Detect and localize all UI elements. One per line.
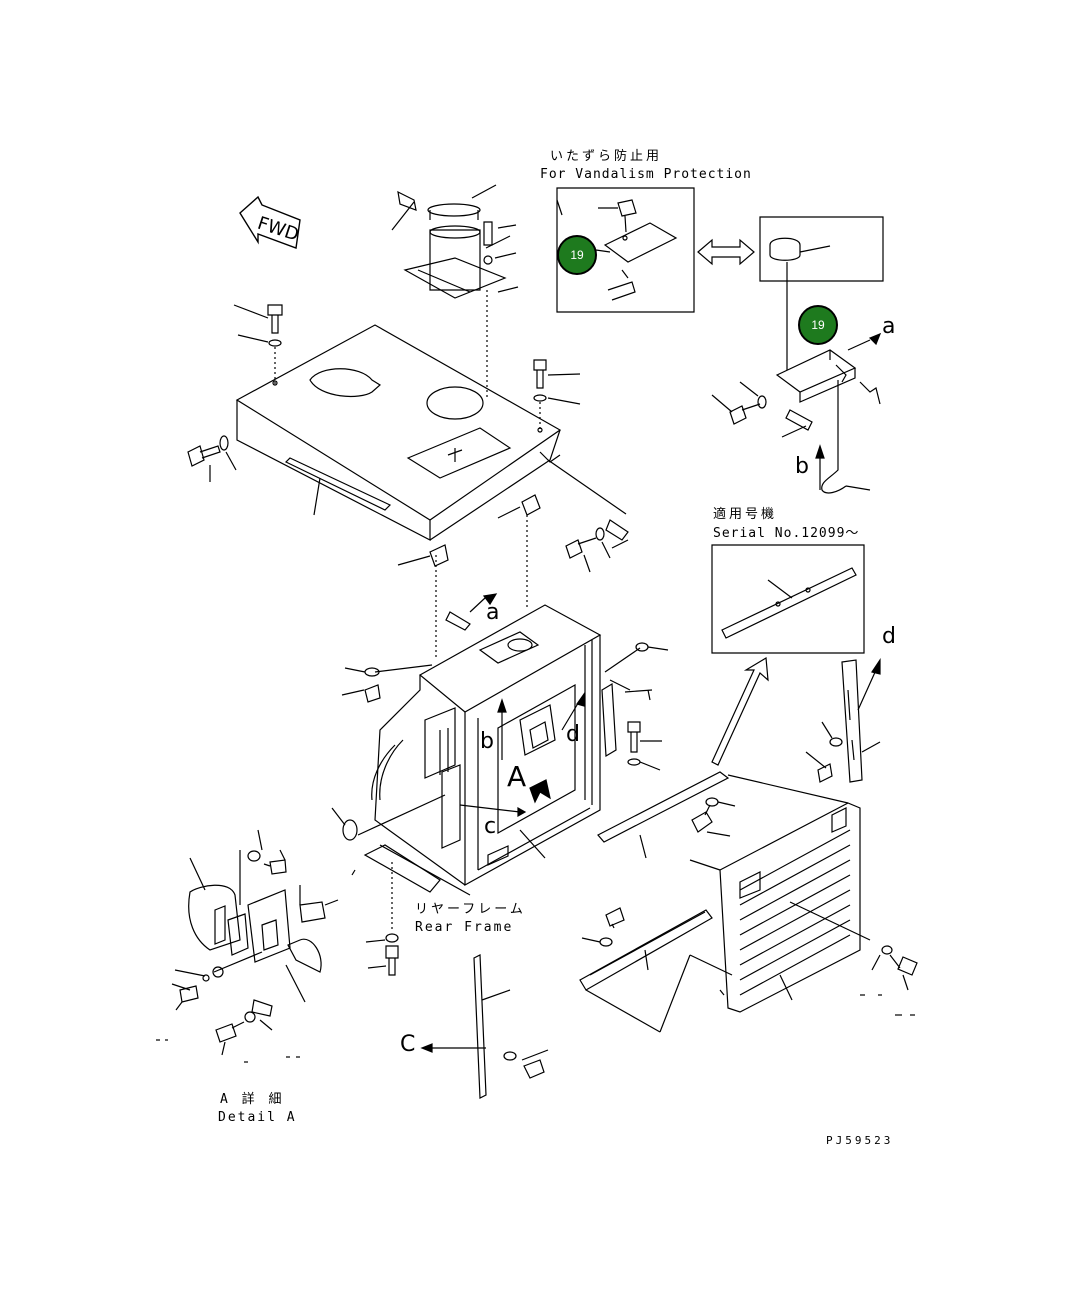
frame-bolts [548, 460, 668, 770]
drawing-number: PJ59523 [826, 1134, 894, 1147]
lock-assembly [712, 334, 880, 493]
ref-a-upper: a [882, 314, 896, 339]
serial-en-label: Serial No.12099～ [713, 526, 860, 541]
rear-frame-en-label: Rear Frame [415, 920, 514, 935]
ref-a-lower: a [486, 600, 500, 625]
side-bracket [806, 660, 880, 782]
ref-c-strip: C [400, 1032, 416, 1057]
ref-b-lower: b [480, 729, 494, 754]
lower-strip [580, 908, 732, 1032]
top-cover [237, 325, 560, 540]
misc-leaders [498, 225, 628, 548]
ref-d-bracket: d [882, 624, 896, 649]
detail-a-jp-label: A 詳 細 [220, 1092, 285, 1107]
strip-c [422, 955, 548, 1098]
detail-a-en-label: Detail A [218, 1110, 297, 1125]
vandalism-box [557, 188, 883, 370]
serial-box [712, 545, 864, 765]
rear-frame-bolts [366, 862, 398, 975]
bolt-group-right [534, 360, 580, 430]
ref-c-lower: c [484, 814, 497, 839]
ref-big-a: A [507, 760, 527, 793]
cap-assembly [392, 185, 518, 400]
main-frame [332, 495, 616, 895]
vandalism-en-label: For Vandalism Protection [540, 167, 752, 182]
grille-panel [598, 772, 917, 1015]
bolt-group-left [188, 305, 282, 482]
ref-b-upper: b [795, 454, 809, 479]
serial-jp-label: 適用号機 [713, 507, 778, 522]
callout-19-vandalism[interactable]: 19 [557, 235, 597, 275]
vandalism-jp-label: いたずら防止用 [550, 149, 663, 164]
detail-a-hinge [156, 830, 338, 1062]
fwd-arrow-icon: FWD [240, 197, 301, 248]
callout-19-lock[interactable]: 19 [798, 305, 838, 345]
ref-d-frame: d [566, 722, 580, 747]
rear-frame-jp-label: リヤーフレーム [415, 902, 526, 917]
